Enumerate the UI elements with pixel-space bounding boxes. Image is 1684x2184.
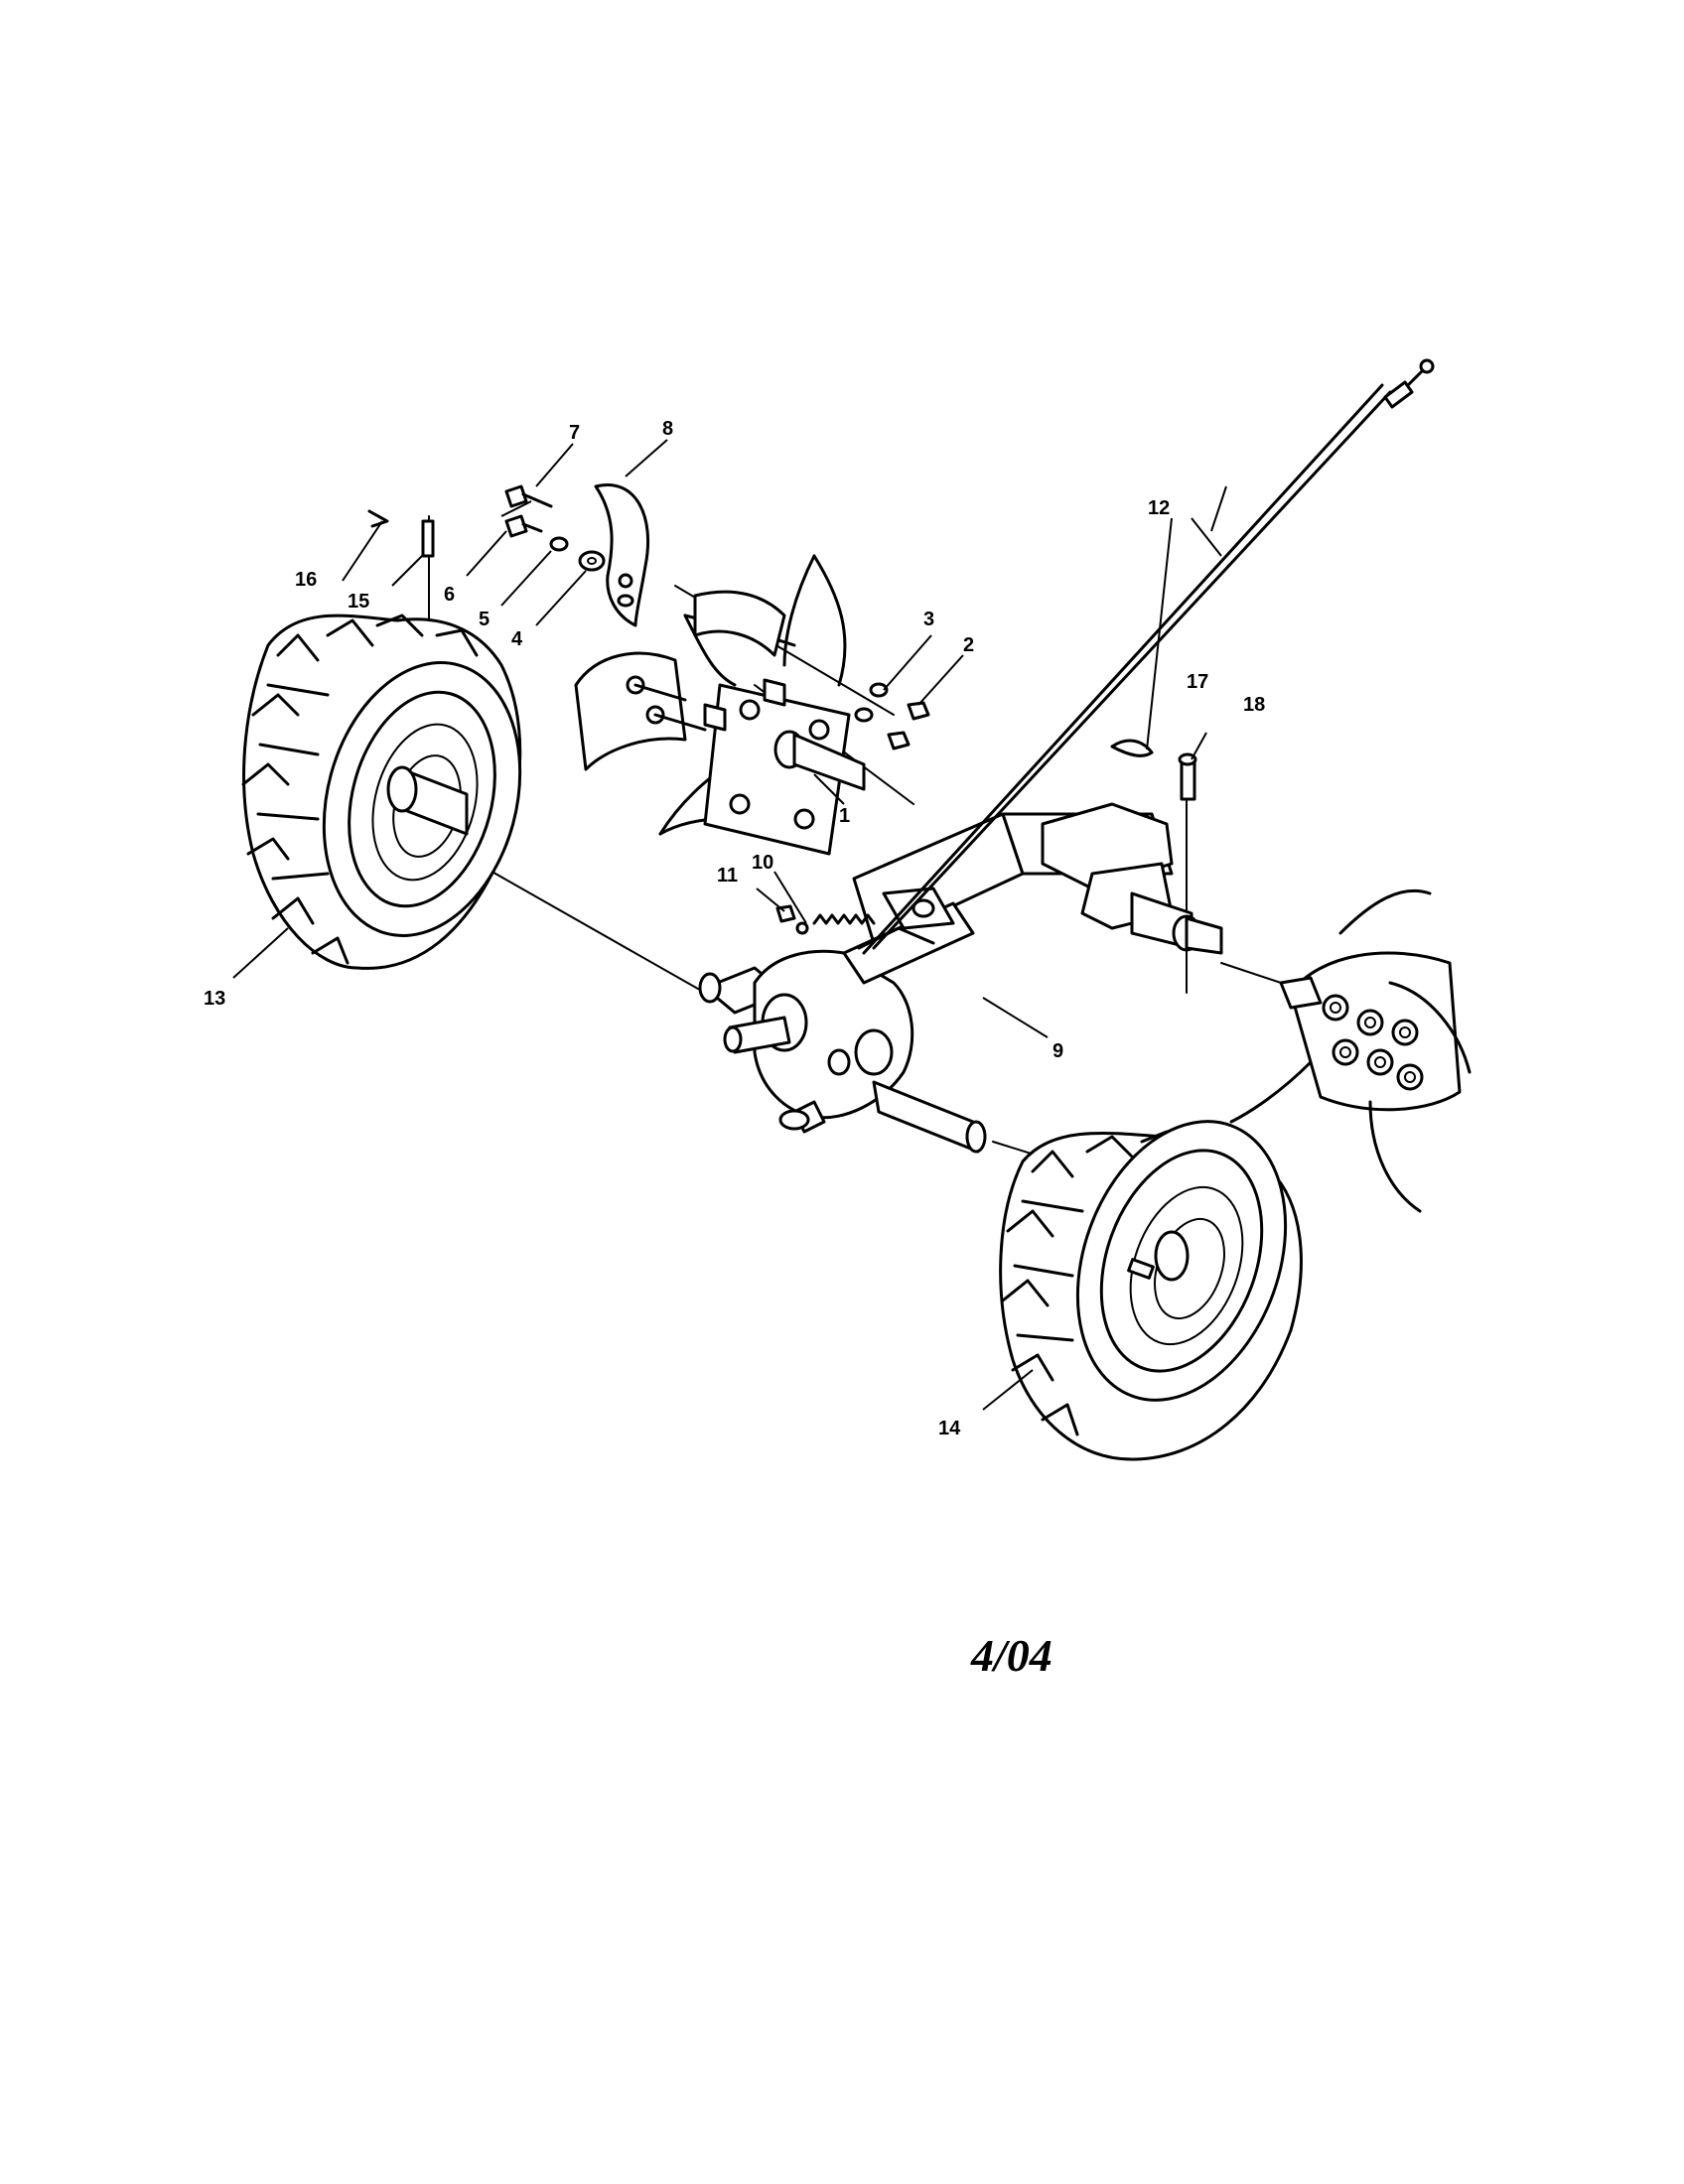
left-wheel <box>241 614 522 970</box>
leader-lines <box>232 439 1227 1411</box>
callout-6: 6 <box>444 584 455 606</box>
callout-17: 17 <box>1187 671 1208 693</box>
callout-5: 5 <box>479 609 490 630</box>
callout-7: 7 <box>569 422 580 444</box>
callout-8: 8 <box>662 418 673 440</box>
callout-16: 16 <box>295 569 317 591</box>
callout-1: 1 <box>839 805 850 827</box>
hardware-fasteners <box>367 484 1197 801</box>
callout-18: 18 <box>1243 694 1265 716</box>
callout-13: 13 <box>204 988 225 1010</box>
callout-10: 10 <box>752 852 773 874</box>
callout-15: 15 <box>348 591 369 613</box>
callout-3: 3 <box>923 609 934 630</box>
callout-14: 14 <box>938 1418 961 1439</box>
callout-11: 11 <box>717 865 738 887</box>
right-wheel <box>999 1120 1303 1461</box>
callout-4: 4 <box>511 628 523 650</box>
callout-2: 2 <box>963 634 974 656</box>
callout-12: 12 <box>1148 497 1170 519</box>
callout-9: 9 <box>1052 1040 1063 1062</box>
date-stamp: 4/04 <box>970 1630 1052 1681</box>
upper-tine-assembly <box>574 483 866 856</box>
control-cable <box>862 358 1435 955</box>
callout-numbers: 1 2 3 4 5 6 7 8 9 10 11 12 13 14 15 16 1… <box>204 418 1265 1439</box>
right-tine-assembly <box>1229 888 1472 1213</box>
